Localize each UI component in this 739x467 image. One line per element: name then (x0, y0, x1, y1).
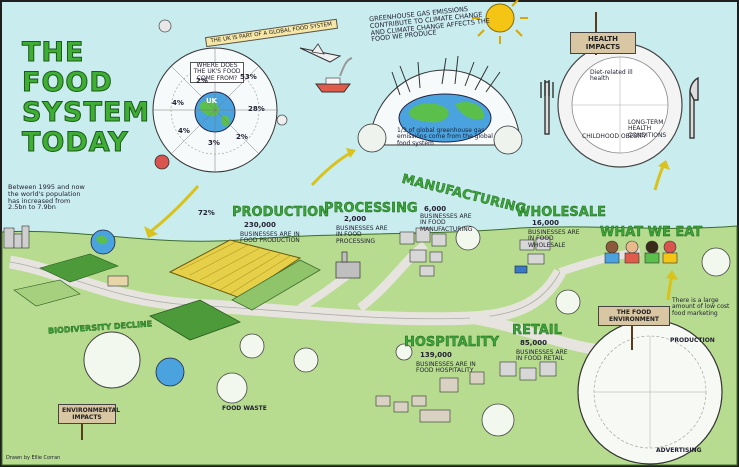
pct-other: 4% (172, 99, 184, 107)
title-line-3: SYSTEM (21, 97, 151, 128)
food-waste-circle (216, 372, 248, 404)
hospitality-count: 139,000 (420, 351, 452, 359)
water-circle (155, 357, 185, 387)
processing-count: 2,000 (344, 215, 367, 223)
manufacturing-count: 6,000 (424, 205, 447, 213)
retail-road (469, 312, 601, 356)
health-note-3: LONG-TERM HEALTH CONDITIONS (628, 119, 667, 139)
sun-icon (472, 0, 528, 44)
farm-field (149, 239, 321, 341)
food-waste-label: FOOD WASTE (222, 405, 267, 412)
production-title: PRODUCTION (232, 205, 330, 220)
wholesale-count: 16,000 (532, 219, 560, 227)
wholesale-title: WHOLESALE (516, 205, 607, 220)
farm-building (107, 275, 129, 287)
advertising-tag: ADVERTISING (656, 447, 702, 454)
plane-icon (299, 43, 342, 63)
retail-count: 85,000 (520, 339, 548, 347)
processing-title: PROCESSING (324, 201, 418, 216)
manufacturing-buildings (399, 227, 447, 277)
truck-icon (514, 265, 528, 274)
processing-factory (335, 251, 361, 279)
food-environment-note: There is a large amount of low cost food… (672, 297, 730, 317)
pct-eu: 28% (248, 105, 265, 113)
title-line-1: THE (21, 37, 85, 68)
tomato-icon (158, 19, 172, 33)
pct-a: 4% (178, 127, 190, 135)
uk-label: UK (206, 97, 218, 105)
population-note: Between 1995 and now the world's populat… (8, 183, 85, 212)
artist-credit: Drawn by Ellie Corran (6, 455, 61, 461)
pct-b: 3% (208, 139, 220, 147)
retail-buildings (499, 361, 557, 381)
health-note-1: Diet-related ill health (590, 69, 633, 83)
arrow-to-production (149, 185, 200, 234)
manufacturing-desc: BUSINESSES ARE IN FOOD MANUFACTURING (420, 213, 473, 233)
fruit-icon (154, 154, 170, 170)
food-environment-sign: THE FOOD ENVIRONMENT (598, 306, 670, 326)
biodiversity-circle (83, 331, 141, 389)
global-trade-globe (152, 47, 278, 173)
what-we-eat-title: WHAT WE EAT (600, 225, 703, 240)
production-tag: PRODUCTION (670, 337, 715, 344)
ship-icon (315, 57, 353, 93)
title-line-2: FOOD (21, 67, 113, 98)
processing-desc: BUSINESSES ARE IN FOOD PROCESSING (336, 225, 388, 245)
emissions-globe (357, 55, 523, 155)
environmental-impacts-sign: ENVIRONMENTAL IMPACTS (58, 404, 120, 424)
poster-title: THE FOOD SYSTEM TODAY (21, 37, 151, 158)
fork-icon (544, 81, 550, 135)
pct-uk: 53% (240, 73, 257, 81)
title-line-4: TODAY (21, 127, 129, 158)
hospitality-buildings (375, 371, 485, 423)
health-note-2: CHILDHOOD OBESITY (582, 133, 647, 140)
retail-desc: BUSINESSES ARE IN FOOD RETAIL (516, 349, 568, 363)
retail-title: RETAIL (512, 323, 562, 338)
health-plate (540, 42, 699, 168)
wholesale-buildings (519, 237, 551, 265)
wholesale-desc: BUSINESSES ARE IN FOOD WHOLESALE (528, 229, 580, 249)
pct-d: 2% (196, 77, 208, 85)
production-count: 230,000 (244, 221, 276, 229)
city-buildings (3, 225, 30, 249)
hospitality-title: HOSPITALITY (404, 335, 499, 350)
pct-c: 2% (236, 133, 248, 141)
health-impacts-sign: HEALTH IMPACTS (570, 32, 636, 54)
small-fields (13, 253, 119, 307)
production-pct: 72% (198, 209, 215, 217)
fish-icon (276, 114, 288, 126)
people-icons (604, 240, 678, 264)
production-desc: BUSINESSES ARE IN FOOD PRODUCTION (240, 231, 300, 245)
food-source-label: WHERE DOES THE UK'S FOOD COME FROM? (190, 62, 244, 83)
emissions-share: 1/3 of global greenhouse gas emissions c… (397, 127, 493, 147)
hospitality-desc: BUSINESSES ARE IN FOOD HOSPITALITY (416, 361, 476, 375)
